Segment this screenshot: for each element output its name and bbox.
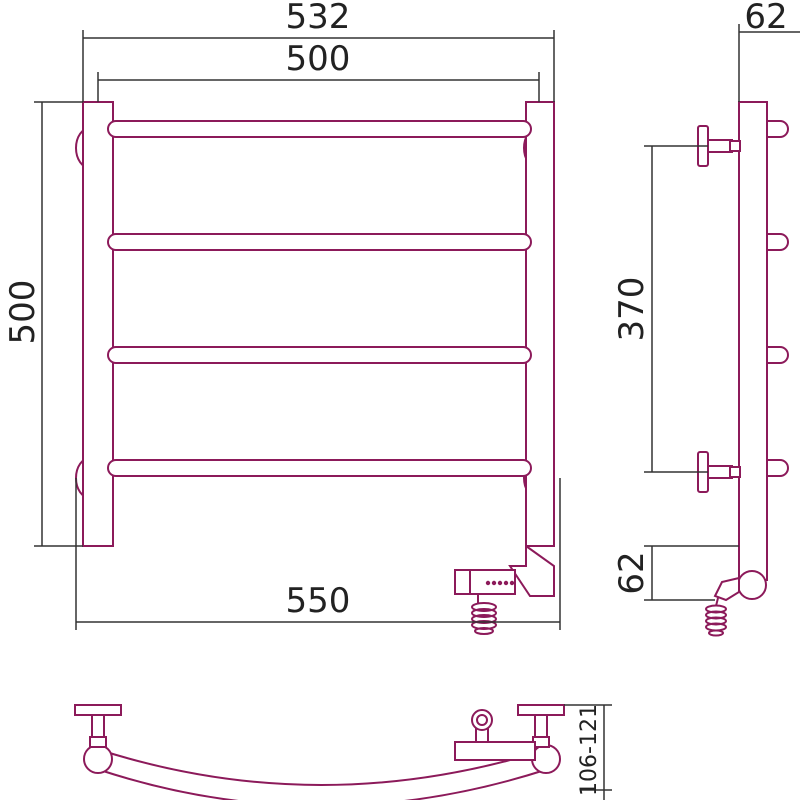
top-heater-box: [454, 741, 536, 761]
side-mount-top-arm: [707, 139, 733, 153]
front-cable-spiral: [471, 594, 497, 635]
top-mount-right-plate: [517, 704, 565, 716]
front-elbow: [508, 544, 555, 597]
dim-mount-width: 550: [286, 581, 351, 621]
top-view: [74, 704, 565, 800]
front-dimension-lines: [34, 30, 561, 630]
side-heater-elbow: [713, 576, 740, 602]
front-upright-right: [525, 101, 555, 547]
side-mount-bottom-arm: [707, 465, 733, 479]
top-end-left: [83, 744, 113, 774]
front-rail-2: [107, 233, 532, 251]
side-rail-end-3: [766, 346, 789, 364]
side-view: [697, 101, 789, 637]
dim-total-width: 532: [286, 0, 351, 37]
dim-bottom-offset: 62: [612, 551, 652, 594]
front-view: [75, 101, 555, 635]
dim-rail-spacing: 500: [286, 39, 351, 79]
dim-wall-distance: 106-121: [577, 704, 602, 796]
dim-mount-spacing: 370: [612, 277, 652, 342]
front-rail-4: [107, 459, 532, 477]
top-mount-right-stem: [534, 714, 548, 738]
top-end-right: [531, 744, 561, 774]
front-rail-3: [107, 346, 532, 364]
top-dimension-lines: [564, 704, 612, 800]
front-upright-left: [82, 101, 114, 547]
side-rail-end-2: [766, 233, 789, 251]
side-bottom-joint: [737, 570, 767, 600]
top-mount-left-collar: [89, 736, 107, 748]
side-mount-bottom-clip: [729, 466, 741, 478]
front-heater-buttons: [485, 580, 515, 586]
side-dimension-lines: [644, 24, 800, 601]
side-mount-top-clip: [729, 140, 741, 152]
front-rail-1: [107, 120, 532, 138]
side-upright: [738, 101, 768, 581]
side-rail-end-1: [766, 120, 789, 138]
dim-depth: 62: [744, 0, 787, 37]
top-mount-left-stem: [91, 714, 105, 738]
side-cable-spiral: [705, 597, 727, 637]
top-mount-left-plate: [74, 704, 122, 716]
top-heater-knob-inner: [476, 714, 488, 726]
side-rail-end-4: [766, 459, 789, 477]
dim-total-height: 500: [3, 280, 43, 345]
